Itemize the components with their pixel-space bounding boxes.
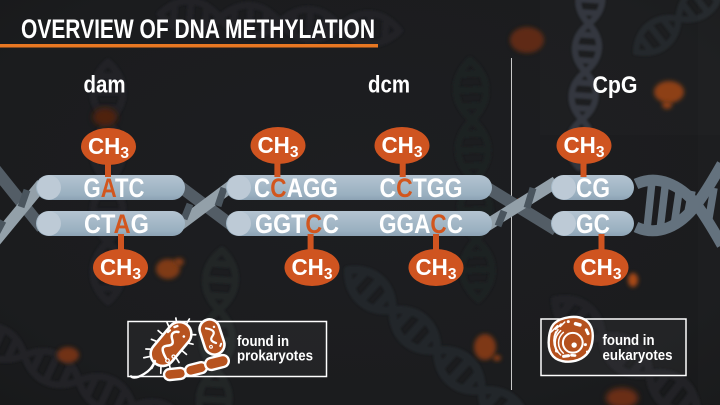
svg-text:OVERVIEW OF DNA METHYLATION: OVERVIEW OF DNA METHYLATION	[21, 14, 375, 44]
svg-text:eukaryotes: eukaryotes	[603, 348, 673, 364]
svg-text:CCTGG: CCTGG	[380, 173, 463, 203]
svg-text:dam: dam	[84, 72, 126, 99]
svg-text:CH3: CH3	[581, 254, 622, 283]
svg-text:CTAG: CTAG	[84, 209, 149, 239]
svg-text:prokaryotes: prokaryotes	[237, 349, 313, 365]
svg-text:CG: CG	[576, 173, 610, 203]
svg-text:GGACC: GGACC	[379, 209, 463, 239]
svg-text:dcm: dcm	[368, 72, 410, 99]
svg-text:CpG: CpG	[593, 72, 638, 99]
svg-text:CCAGG: CCAGG	[254, 173, 338, 203]
svg-text:found in: found in	[603, 333, 655, 349]
svg-text:found in: found in	[237, 334, 289, 350]
svg-text:GC: GC	[576, 209, 610, 239]
svg-text:GATC: GATC	[84, 173, 145, 203]
svg-text:GGTCC: GGTCC	[255, 209, 339, 239]
